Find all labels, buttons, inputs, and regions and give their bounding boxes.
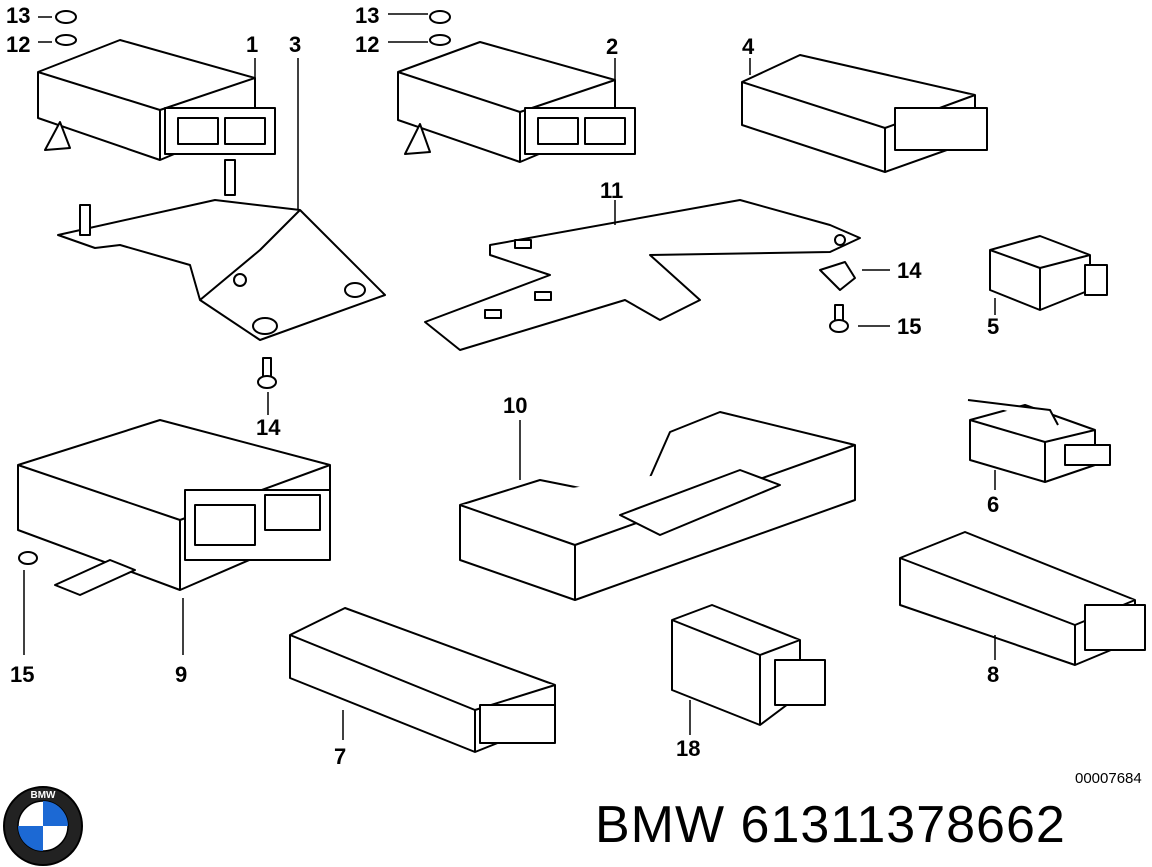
- label-13-left: 13: [6, 3, 31, 28]
- part-10-module: [459, 411, 856, 601]
- label-5: 5: [987, 314, 1000, 339]
- label-12-right: 12: [355, 32, 380, 57]
- part-11-bracket: [424, 199, 861, 351]
- part-4-module: [741, 54, 988, 173]
- part-8-module: [899, 531, 1146, 666]
- label-9: 9: [175, 662, 188, 687]
- label-17: 15: [897, 314, 922, 339]
- label-6: 6: [987, 492, 1000, 517]
- part-3-bracket: [57, 159, 386, 341]
- label-16: 14: [897, 258, 922, 283]
- part-18-relay: [671, 604, 826, 726]
- bmw-logo-icon: BMW: [3, 786, 83, 866]
- label-11: 11: [600, 178, 624, 203]
- part-5-relay: [989, 235, 1108, 311]
- label-3: 3: [289, 32, 302, 57]
- label-14: 14: [256, 415, 281, 440]
- part-1-control-unit: [37, 39, 276, 161]
- part-17-screw: [829, 304, 849, 333]
- label-8: 8: [987, 662, 1000, 687]
- part-6-relay: [967, 399, 1111, 483]
- footer-part-number: BMW 61311378662: [595, 796, 1066, 854]
- part-12-13-nuts: [55, 10, 451, 46]
- part-2-control-unit: [397, 41, 636, 163]
- part-7-module: [289, 607, 556, 753]
- label-18: 18: [676, 736, 701, 761]
- part-9-module: [17, 419, 331, 596]
- label-12-left: 12: [6, 32, 31, 57]
- part-14-screw: [257, 357, 277, 389]
- label-1: 1: [246, 32, 259, 57]
- label-4: 4: [742, 34, 755, 59]
- document-code: 00007684: [1075, 770, 1142, 787]
- label-13-right: 13: [355, 3, 380, 28]
- label-15: 15: [10, 662, 35, 687]
- svg-text:BMW: BMW: [31, 790, 57, 801]
- part-16-clip: [819, 261, 856, 291]
- label-10: 10: [503, 393, 528, 418]
- label-7: 7: [334, 744, 347, 769]
- label-2: 2: [606, 34, 619, 59]
